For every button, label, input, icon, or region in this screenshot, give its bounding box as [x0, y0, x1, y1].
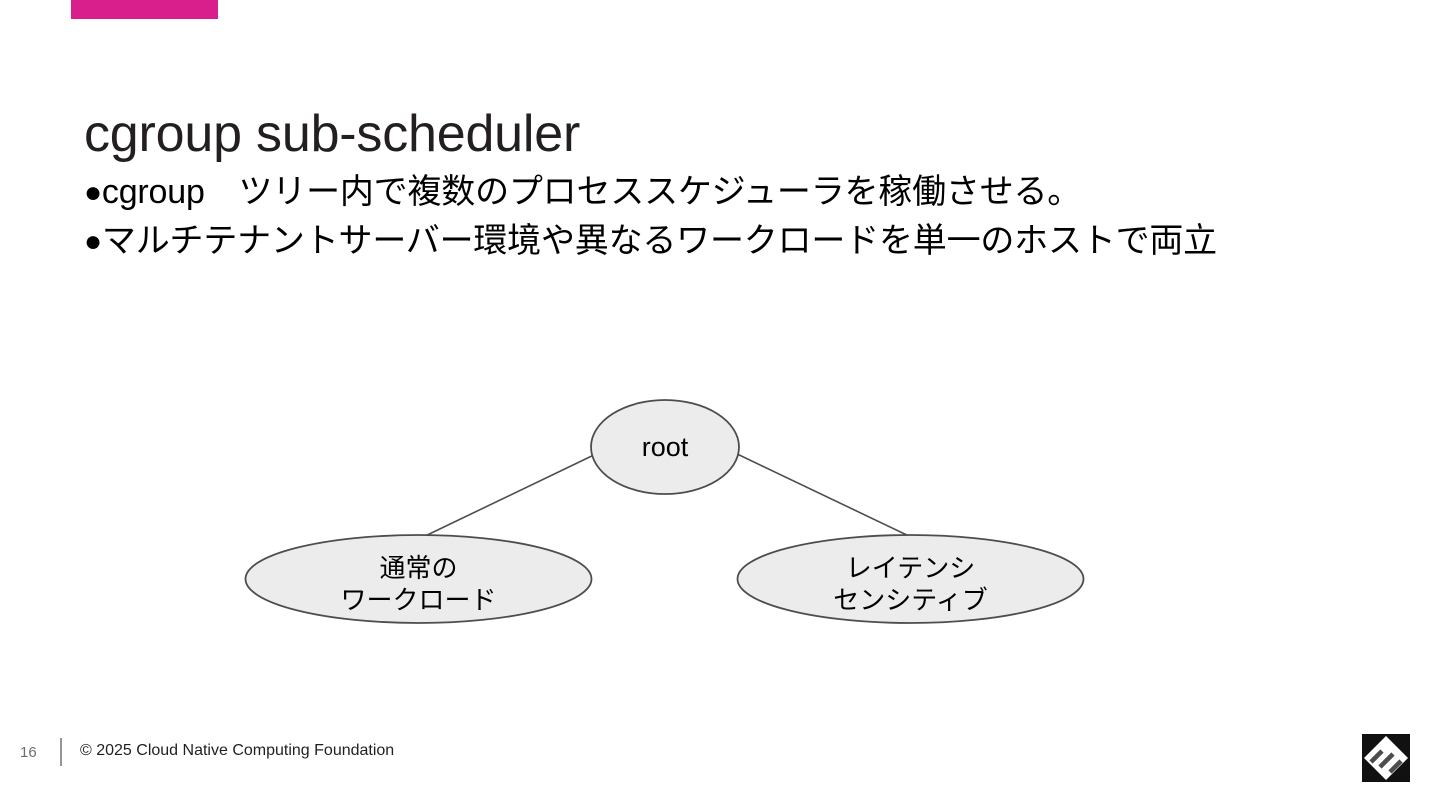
node-latency-sensitive[interactable]: [736, 534, 1085, 624]
node-root[interactable]: [590, 399, 740, 495]
node-normal-workload[interactable]: [244, 534, 593, 624]
bullet-text: cgroup ツリー内で複数のプロセススケジューラを稼働させる。: [101, 173, 1082, 211]
page-title: cgroup sub-scheduler: [84, 104, 581, 163]
bullet-item: ●マルチテナントサーバー環境や異なるワークロードを単一のホストで両立: [84, 217, 1404, 266]
bullet-marker-icon: ●: [84, 225, 102, 258]
accent-bar: [71, 0, 218, 19]
node-latency-sensitive-label: レイテンシ センシティブ: [737, 552, 1084, 616]
bullet-text: マルチテナントサーバー環境や異なるワークロードを単一のホストで両立: [101, 222, 1217, 260]
page-number: 16: [20, 744, 37, 761]
bullet-marker-icon: ●: [84, 176, 102, 209]
node-latency-sensitive-label-line: センシティブ: [833, 585, 988, 615]
cncf-logo-icon: [1362, 734, 1410, 782]
copyright-text: © 2025 Cloud Native Computing Foundation: [80, 742, 395, 759]
edge-root-to-normal-workload: [420, 452, 599, 539]
edge-root-to-latency-sensitive: [732, 451, 912, 538]
node-normal-workload-label-line: ワークロード: [340, 585, 497, 615]
node-root-label: root: [590, 430, 740, 464]
bullet-list: ●cgroup ツリー内で複数のプロセススケジューラを稼働させる。 ●マルチテナ…: [84, 168, 1404, 266]
node-latency-sensitive-label-line: レイテンシ: [845, 553, 976, 583]
bullet-item: ●cgroup ツリー内で複数のプロセススケジューラを稼働させる。: [84, 168, 1404, 217]
node-normal-workload-label-line: 通常の: [379, 553, 458, 583]
node-root-label-line: root: [641, 432, 689, 462]
footer-divider: [60, 738, 62, 766]
node-normal-workload-label: 通常の ワークロード: [245, 552, 592, 616]
